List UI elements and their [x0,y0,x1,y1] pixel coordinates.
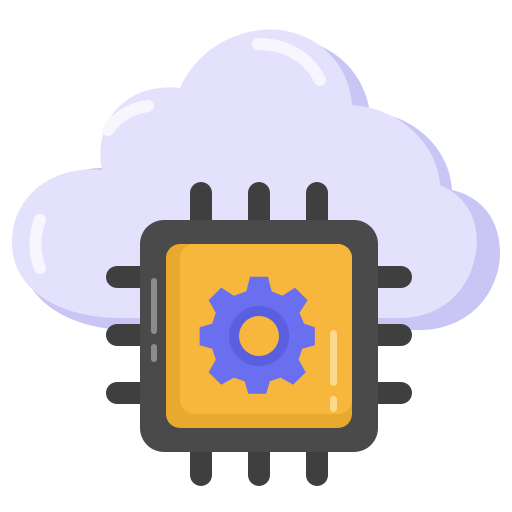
cloud-highlight-side [29,214,46,274]
gear-hole [239,316,279,356]
chip-face-highlight-1 [330,330,337,386]
cloud-highlight-top [252,38,326,86]
chip-face-highlight-2 [330,396,337,412]
chip-edge-highlight-2 [151,344,157,362]
gear-icon [199,276,315,394]
chip-edge-highlight-1 [151,278,157,334]
cloud-highlight-left [102,100,154,136]
